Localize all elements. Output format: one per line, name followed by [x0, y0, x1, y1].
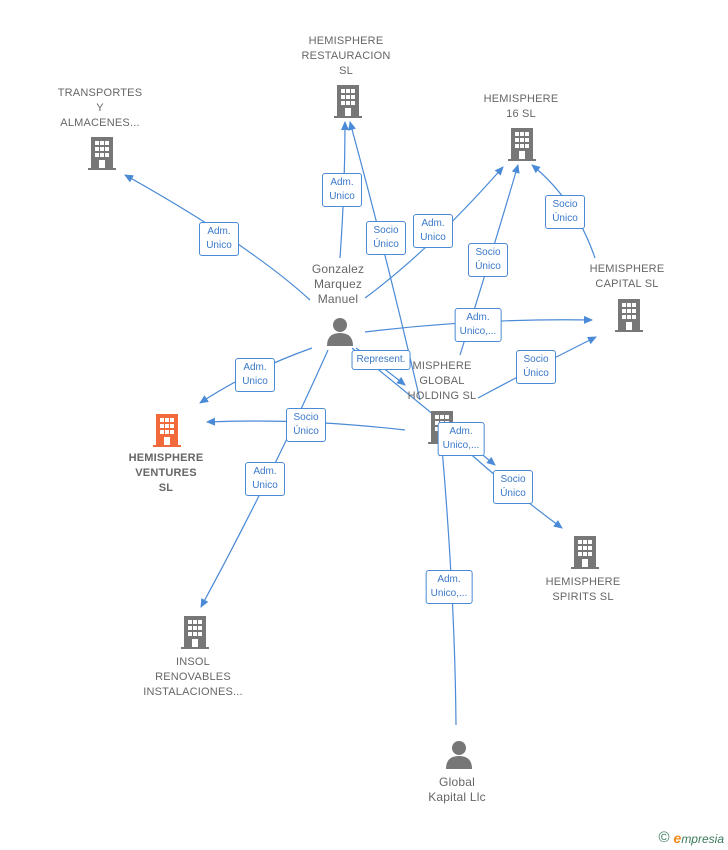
node-label-ventures[interactable]: HEMISPHERE VENTURES SL: [128, 452, 204, 494]
person-icon[interactable]: [325, 317, 355, 347]
edge-label[interactable]: Adm. Unico: [322, 173, 362, 207]
edge-label[interactable]: Socio Único: [286, 408, 326, 442]
node-label-gonzalez[interactable]: Gonzalez Marquez Manuel: [311, 262, 365, 306]
building-icon-highlight[interactable]: [152, 412, 182, 448]
edge-label[interactable]: Socio Único: [468, 243, 508, 277]
building-icon[interactable]: [570, 534, 600, 570]
edge-label[interactable]: Adm. Unico: [245, 462, 285, 496]
edge-holding-restauracion: [348, 121, 421, 401]
building-icon[interactable]: [87, 135, 117, 171]
node-label-restauracion[interactable]: HEMISPHERE RESTAURACION SL: [301, 35, 391, 77]
node-label-h16[interactable]: HEMISPHERE 16 SL: [483, 93, 559, 120]
node-label-transportes[interactable]: TRANSPORTES Y ALMACENES...: [57, 87, 143, 129]
brand-footer[interactable]: © empresia: [658, 829, 724, 846]
building-icon[interactable]: [507, 126, 537, 162]
edge-label[interactable]: Represent.: [351, 350, 411, 370]
edge-label[interactable]: Adm. Unico: [199, 222, 239, 256]
building-icon[interactable]: [333, 83, 363, 119]
building-icon[interactable]: [614, 297, 644, 333]
edge-label[interactable]: Socio Único: [493, 470, 533, 504]
edge-label[interactable]: Socio Único: [516, 350, 556, 384]
person-icon[interactable]: [444, 740, 474, 770]
copyright-icon: ©: [658, 829, 670, 846]
edge-label[interactable]: Adm. Unico,...: [437, 422, 485, 456]
node-label-global-holding[interactable]: MISPHERE GLOBAL HOLDING SL: [407, 360, 477, 402]
building-icon[interactable]: [180, 614, 210, 650]
node-label-spirits[interactable]: HEMISPHERE SPIRITS SL: [545, 576, 621, 603]
edge-label[interactable]: Adm. Unico: [413, 214, 453, 248]
edge-label[interactable]: Adm. Unico,...: [425, 570, 473, 604]
brand-logo: empresia: [673, 829, 724, 846]
node-label-capital[interactable]: HEMISPHERE CAPITAL SL: [589, 263, 665, 290]
node-label-global-kapital[interactable]: Global Kapital Llc: [428, 775, 486, 804]
edge-label[interactable]: Socio Único: [545, 195, 585, 229]
node-label-insol[interactable]: INSOL RENOVABLES INSTALACIONES...: [143, 656, 243, 698]
edge-label[interactable]: Adm. Unico,...: [454, 308, 502, 342]
edge-label[interactable]: Socio Único: [366, 221, 406, 255]
edge-label[interactable]: Adm. Unico: [235, 358, 275, 392]
